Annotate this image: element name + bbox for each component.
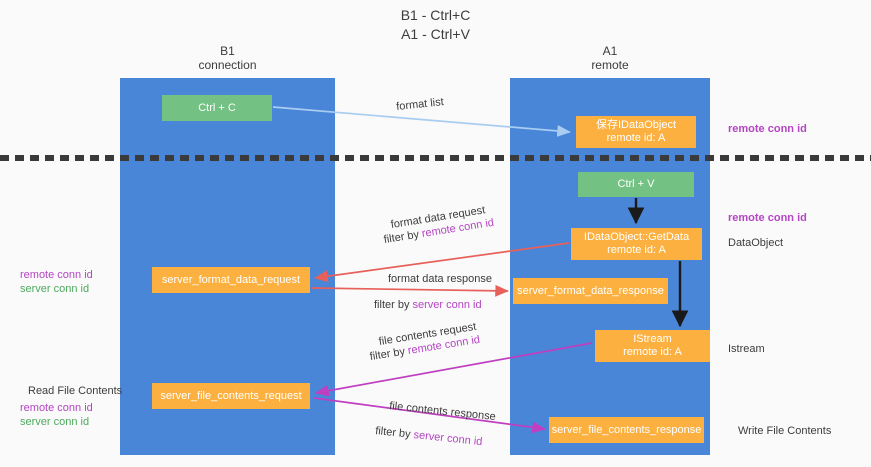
node-server-file-contents-request-label: server_file_contents_request	[160, 389, 302, 402]
filter-key-server-conn-id: server conn id	[412, 429, 483, 449]
node-server-file-contents-response[interactable]: server_file_contents_response	[549, 417, 704, 443]
side-label-dataobject: DataObject	[728, 237, 784, 249]
side-label-left-remote-conn-id-2: remote conn id	[20, 402, 93, 414]
title-line-1: B1 - Ctrl+C	[400, 7, 471, 23]
node-save-idataobject[interactable]: 保存IDataObject remote id: A	[576, 116, 696, 148]
filter-prefix: filter by	[382, 228, 423, 247]
column-header-a1: A1 remote	[510, 44, 710, 72]
filter-prefix: filter by	[374, 299, 413, 311]
side-label-left-remote-conn-id: remote conn id	[20, 269, 93, 281]
node-istream[interactable]: IStream remote id: A	[595, 330, 710, 362]
side-label-left-server-conn-id-2: server conn id	[20, 416, 90, 428]
node-idataobject-getdata-title: IDataObject::GetData	[583, 231, 690, 243]
column-header-b1-subtitle: connection	[198, 58, 257, 72]
node-ctrl-v[interactable]: Ctrl + V	[578, 172, 694, 197]
page-title: B1 - Ctrl+C A1 - Ctrl+V	[0, 6, 871, 44]
column-header-a1-name: A1	[602, 44, 618, 58]
side-label-istream: Istream	[728, 343, 765, 355]
node-istream-title: IStream	[633, 333, 672, 345]
node-istream-subtitle: remote id: A	[623, 346, 682, 358]
node-save-idataobject-title: 保存IDataObject	[595, 119, 677, 131]
filter-key-server-conn-id: server conn id	[412, 299, 482, 311]
side-label-right-remote-conn-id-top: remote conn id	[728, 123, 807, 135]
side-label-right-remote-conn-id-mid: remote conn id	[728, 212, 807, 224]
phase-divider	[0, 155, 871, 161]
node-server-file-contents-request[interactable]: server_file_contents_request	[152, 383, 310, 409]
title-line-2: A1 - Ctrl+V	[401, 26, 470, 42]
side-label-read-file-contents: Read File Contents	[28, 385, 123, 397]
column-header-a1-subtitle: remote	[591, 58, 629, 72]
node-server-format-data-request[interactable]: server_format_data_request	[152, 267, 310, 293]
node-server-format-data-request-label: server_format_data_request	[161, 273, 301, 286]
node-idataobject-getdata-subtitle: remote id: A	[607, 244, 666, 256]
edge-label-format-data-response-filter: filter by server conn id	[374, 298, 482, 312]
column-header-b1-name: B1	[220, 44, 235, 58]
edge-label-file-contents-response-filter: filter by server conn id	[375, 424, 483, 449]
node-ctrl-c-label: Ctrl + C	[198, 101, 236, 114]
edge-label-format-list: format list	[395, 96, 445, 114]
arrow-format-data-response	[311, 284, 509, 297]
node-ctrl-c[interactable]: Ctrl + C	[162, 95, 272, 121]
side-label-left-conn-ids-2: remote conn id server conn id	[20, 401, 93, 429]
side-label-left-server-conn-id: server conn id	[20, 283, 90, 295]
side-label-write-file-contents: Write File Contents	[738, 425, 832, 437]
node-save-idataobject-subtitle: remote id: A	[606, 132, 666, 144]
edge-label-format-data-response: format data response	[388, 273, 492, 285]
filter-prefix: filter by	[374, 424, 415, 441]
side-label-left-conn-ids: remote conn id server conn id	[20, 268, 93, 296]
node-server-format-data-response[interactable]: server_format_data_response	[513, 278, 668, 304]
node-server-file-contents-response-label: server_file_contents_response	[551, 423, 702, 436]
column-header-b1: B1 connection	[120, 44, 335, 72]
node-idataobject-getdata[interactable]: IDataObject::GetData remote id: A	[571, 228, 702, 260]
node-server-format-data-response-label: server_format_data_response	[517, 284, 664, 297]
edge-label-file-contents-response: file contents response	[388, 399, 497, 424]
filter-prefix: filter by	[368, 345, 409, 364]
node-ctrl-v-label: Ctrl + V	[617, 178, 655, 190]
